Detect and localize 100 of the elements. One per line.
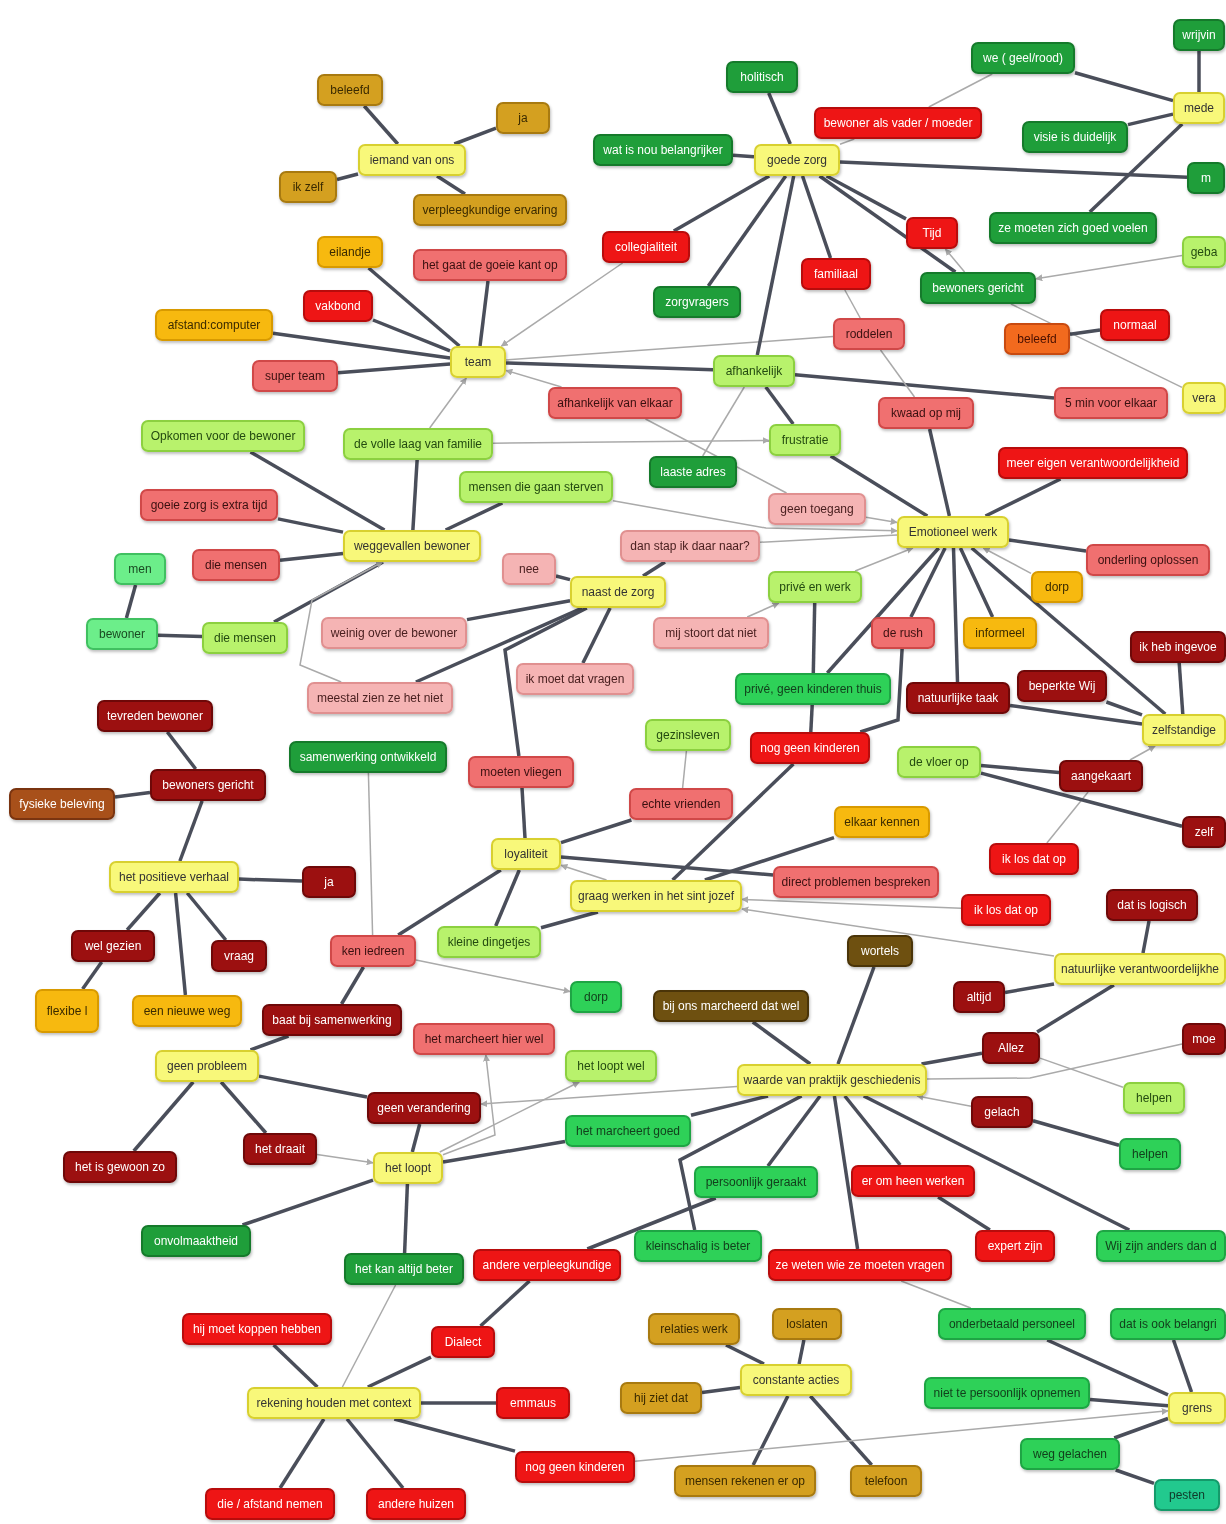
concept-node: gelach [971, 1096, 1033, 1128]
connector-line [826, 546, 940, 675]
connector-line [249, 1034, 290, 1052]
concept-node: weg gelachen [1020, 1438, 1120, 1470]
connector-line [844, 289, 861, 319]
connector-line [671, 762, 795, 882]
concept-node: het marcheert hier wel [413, 1023, 555, 1055]
connector-line [586, 1196, 717, 1251]
concept-node: die / afstand nemen [205, 1488, 335, 1520]
concept-node: natuurlijke taak [906, 682, 1010, 714]
connector-line [859, 648, 904, 734]
concept-node: bewoner als vader / moeder [814, 107, 982, 139]
concept-node: onderling oplossen [1086, 544, 1210, 576]
concept-node: vakbond [303, 290, 373, 322]
connector-line [173, 892, 188, 996]
connector-line [927, 428, 952, 517]
arrow [439, 1081, 580, 1153]
connector-line [345, 1417, 405, 1490]
connector-line [809, 1394, 873, 1467]
concept-node: andere huizen [366, 1488, 466, 1520]
connector-line [984, 477, 1062, 518]
concept-node: onvolmaaktheid [141, 1225, 251, 1257]
concept-node: zorgvragers [653, 286, 741, 318]
concept-node: helpen [1123, 1082, 1185, 1114]
connector-line [766, 1094, 822, 1168]
connector-line [367, 266, 461, 348]
concept-node: dorp [1031, 571, 1083, 603]
concept-node: ja [496, 102, 550, 134]
connector-line [410, 1123, 422, 1153]
connector-line [397, 868, 502, 937]
concept-node: verpleegkundige ervaring [413, 194, 567, 226]
arrow [428, 377, 468, 429]
connector-line [479, 1279, 531, 1328]
connector-line [751, 1020, 812, 1066]
concept-node: ik zelf [279, 171, 337, 203]
connector-line [672, 174, 771, 233]
concept-node: moeten vliegen [468, 756, 574, 788]
concept-node: afstand:computer [155, 309, 273, 341]
connector-line [879, 349, 916, 398]
concept-node: super team [252, 360, 338, 392]
connector-line [701, 386, 746, 457]
connector-line [767, 92, 792, 145]
concept-node: normaal [1100, 309, 1170, 341]
connector-line [114, 790, 151, 799]
concept-node: relaties werk [648, 1313, 740, 1345]
concept-node: dat is logisch [1106, 889, 1198, 921]
concept-node: echte vrienden [629, 788, 733, 820]
concept-node: goeie zorg is extra tijd [140, 489, 278, 521]
arrow [492, 436, 770, 444]
arrow [560, 863, 608, 881]
connector-line [928, 73, 993, 108]
connector-line [1197, 51, 1201, 92]
connector-line [1088, 122, 1184, 214]
concept-node: m [1187, 162, 1225, 194]
arrow [1035, 254, 1183, 282]
concept-node: nog geen kinderen [515, 1451, 635, 1483]
connector-line [1008, 538, 1087, 553]
connector-line [341, 1284, 397, 1388]
connector-line [951, 547, 960, 683]
concept-node: beleefd [317, 74, 383, 106]
arrow [741, 896, 962, 909]
arrow [746, 602, 780, 618]
concept-node: beperkte Wij [1017, 670, 1107, 702]
concept-node: wrijvin [1173, 19, 1225, 51]
connector-line [442, 1139, 566, 1164]
concept-node: weggevallen bewoner [343, 530, 481, 562]
concept-node: een nieuwe weg [132, 995, 242, 1027]
connector-line [372, 318, 451, 353]
connector-line [797, 1339, 806, 1365]
connector-line [258, 1074, 368, 1099]
concept-node: team [450, 346, 506, 378]
concept-node: het draait [243, 1133, 317, 1165]
connector-line [1127, 112, 1174, 127]
connector-line [340, 966, 365, 1005]
arrow [442, 1054, 496, 1156]
concept-node: mensen rekenen er op [674, 1465, 816, 1497]
connector-line [520, 787, 527, 839]
arrow [741, 906, 1055, 957]
connector-line [1069, 328, 1101, 337]
concept-node: Emotioneel werk [897, 516, 1009, 548]
connector-line [1115, 1468, 1155, 1486]
concept-node: bij ons marcheerd dat wel [653, 990, 809, 1022]
connector-line [1004, 982, 1055, 995]
concept-node: ik moet dat vragen [516, 663, 634, 695]
connector-line [706, 175, 788, 287]
arrow [982, 547, 1032, 575]
concept-node: de volle laag van familie [343, 428, 493, 460]
connector-line [411, 459, 419, 531]
connector-line [367, 1355, 432, 1389]
concept-node: vraag [211, 940, 267, 972]
concept-node: ik heb ingevoe [1130, 631, 1226, 663]
connector-line [926, 1043, 1183, 1080]
connector-line [272, 331, 451, 360]
arrow [505, 368, 563, 388]
concept-node: frustratie [769, 424, 841, 456]
arrow [916, 1093, 972, 1107]
concept-node: wel gezien [71, 930, 155, 962]
concept-node: kleinschalig is beter [634, 1230, 762, 1262]
concept-node: hij moet koppen hebben [182, 1313, 332, 1345]
connector-line [453, 126, 497, 146]
